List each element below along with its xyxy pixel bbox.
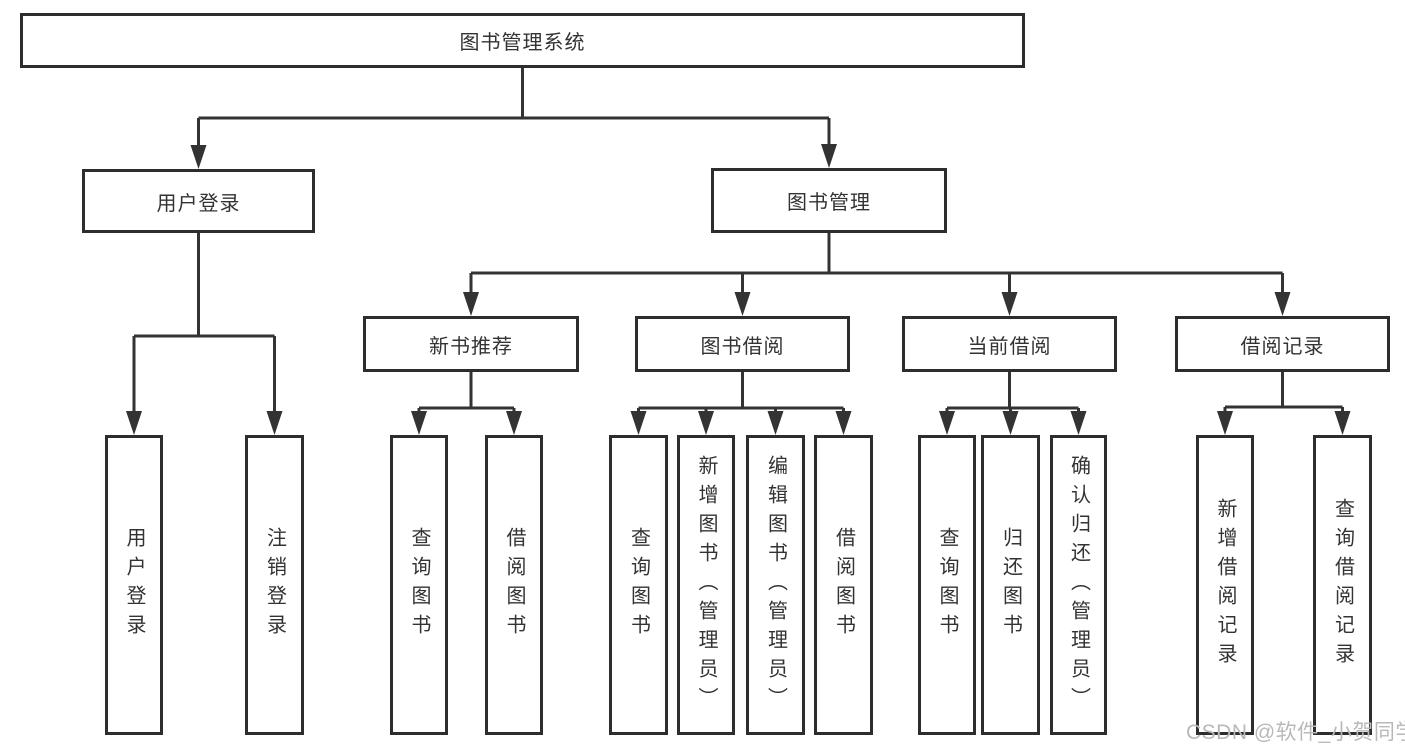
node-label: 编辑图书（管理员） (764, 454, 787, 716)
node-label: 用户登录 (156, 192, 241, 215)
node-current-borrowing: 当前借阅 (902, 316, 1117, 372)
node-user-login: 用户登录 (82, 169, 315, 233)
node-label: 新增图书（管理员） (695, 454, 717, 716)
leaf-logout: 注销登录 (245, 435, 304, 735)
leaf-confirm-return-admin: 确认归还（管理员） (1050, 435, 1107, 735)
node-label: 用户登录 (123, 527, 145, 643)
node-label: 查询图书 (408, 527, 430, 643)
node-library-management-system: 图书管理系统 (20, 13, 1025, 68)
node-label: 借阅图书 (832, 527, 855, 643)
leaf-add-borrow-record: 新增借阅记录 (1196, 435, 1254, 735)
leaf-edit-book-admin: 编辑图书（管理员） (746, 435, 805, 735)
node-label: 借阅记录 (1240, 335, 1325, 358)
node-book-borrowing: 图书借阅 (635, 316, 850, 372)
csdn-watermark: CSDN @软件_小贺同学 (1186, 721, 1405, 744)
node-label: 新书推荐 (429, 335, 513, 358)
node-label: 当前借阅 (967, 335, 1052, 358)
leaf-borrow-books-recommend: 借阅图书 (485, 435, 543, 735)
leaf-query-books-current: 查询图书 (918, 435, 976, 735)
node-new-book-recommendation: 新书推荐 (363, 316, 579, 372)
node-book-management: 图书管理 (711, 168, 947, 233)
node-label: 新增借阅记录 (1214, 498, 1236, 672)
node-label: 图书管理 (787, 192, 871, 214)
node-label: 确认归还（管理员） (1067, 454, 1090, 716)
leaf-query-borrow-record: 查询借阅记录 (1313, 435, 1372, 735)
leaf-query-books-recommend: 查询图书 (390, 435, 448, 735)
leaf-query-books-borrow: 查询图书 (609, 435, 668, 735)
leaf-user-login: 用户登录 (105, 435, 163, 735)
node-label: 图书借阅 (700, 335, 785, 358)
node-label: 注销登录 (263, 527, 286, 643)
node-label: 查询借阅记录 (1331, 498, 1354, 672)
node-borrowing-records: 借阅记录 (1175, 316, 1390, 372)
node-label: 查询图书 (936, 527, 958, 643)
leaf-return-books: 归还图书 (981, 435, 1040, 735)
node-label: 图书管理系统 (459, 32, 586, 54)
node-label: 归还图书 (999, 527, 1022, 643)
node-label: 借阅图书 (503, 527, 525, 643)
leaf-add-book-admin: 新增图书（管理员） (677, 435, 735, 735)
node-label: 查询图书 (627, 527, 650, 643)
leaf-borrow-books: 借阅图书 (814, 435, 873, 735)
